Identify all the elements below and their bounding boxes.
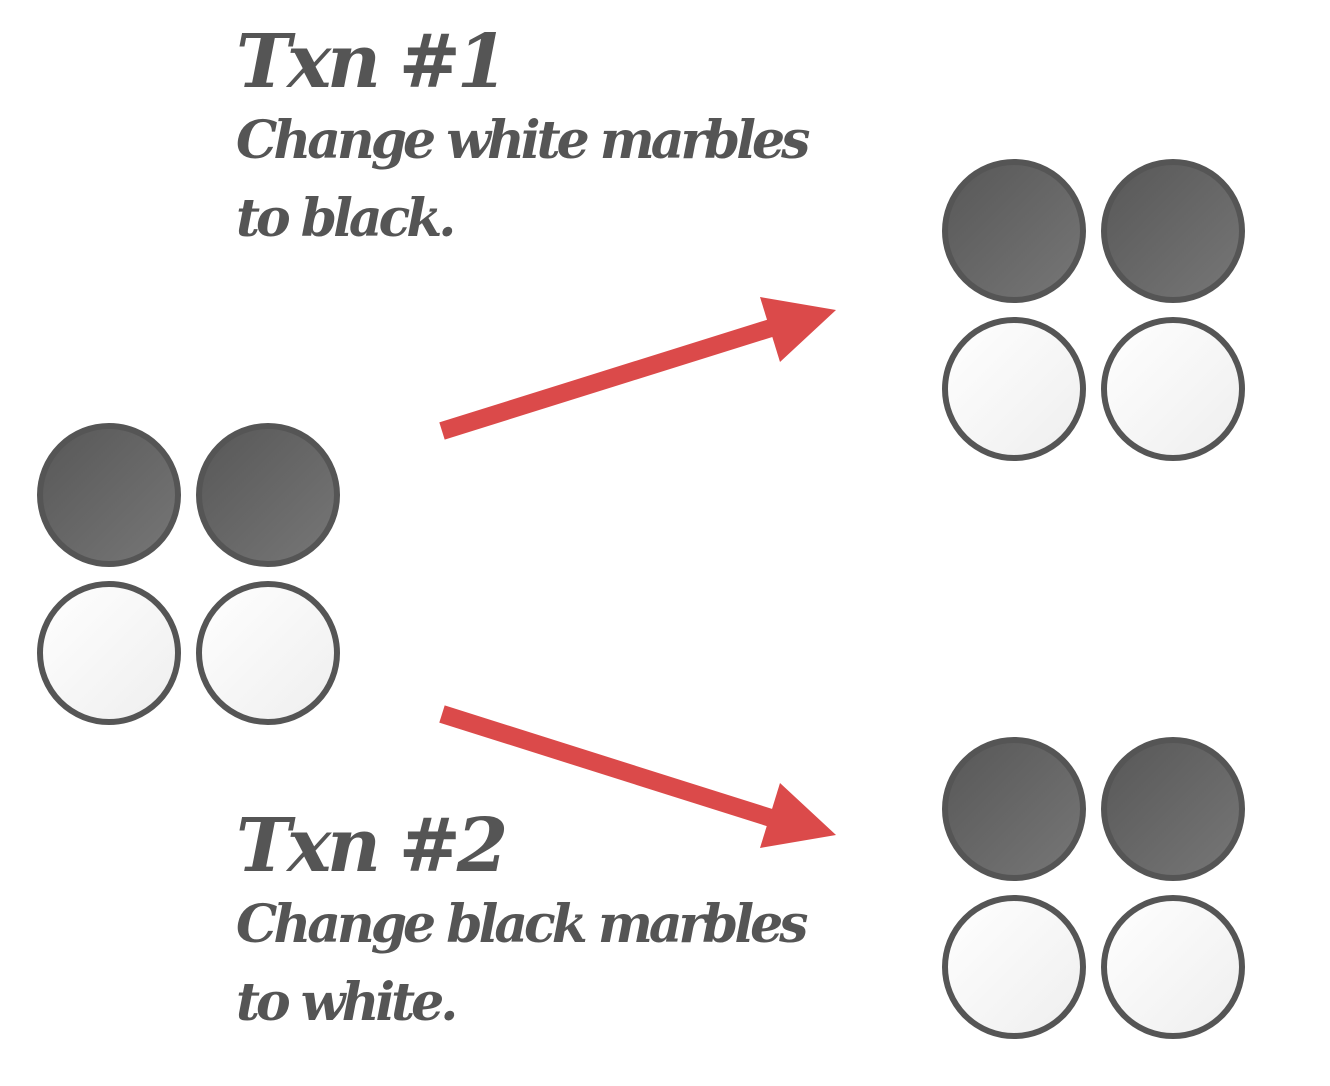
txn1-label: Txn #1 Change white marbles to black. [236,19,810,258]
black-marble [1101,737,1245,881]
txn2-label: Txn #2 Change black marbles to white. [236,803,808,1042]
white-marble [942,895,1086,1039]
marble-group-txn2-result [942,737,1245,1039]
txn1-title: Txn #1 [236,19,508,105]
white-marble [1101,895,1245,1039]
marble-group-txn1-result [942,159,1245,461]
black-marble [1101,159,1245,303]
white-marble [37,581,181,725]
black-marble [37,423,181,567]
white-marble [196,581,340,725]
arrow-txn2 [439,705,836,848]
black-marble [196,423,340,567]
marble-group-initial-state [37,423,340,725]
black-marble [942,159,1086,303]
txn2-description-line-2: to white. [236,972,458,1033]
txn1-description-line-1: Change white marbles [236,110,810,171]
black-marble [942,737,1086,881]
arrow-txn1 [439,297,836,440]
white-marble [942,317,1086,461]
txn2-description-line-1: Change black marbles [236,894,808,955]
white-marble [1101,317,1245,461]
txn2-title: Txn #2 [236,803,508,889]
txn1-description-line-2: to black. [236,188,456,249]
